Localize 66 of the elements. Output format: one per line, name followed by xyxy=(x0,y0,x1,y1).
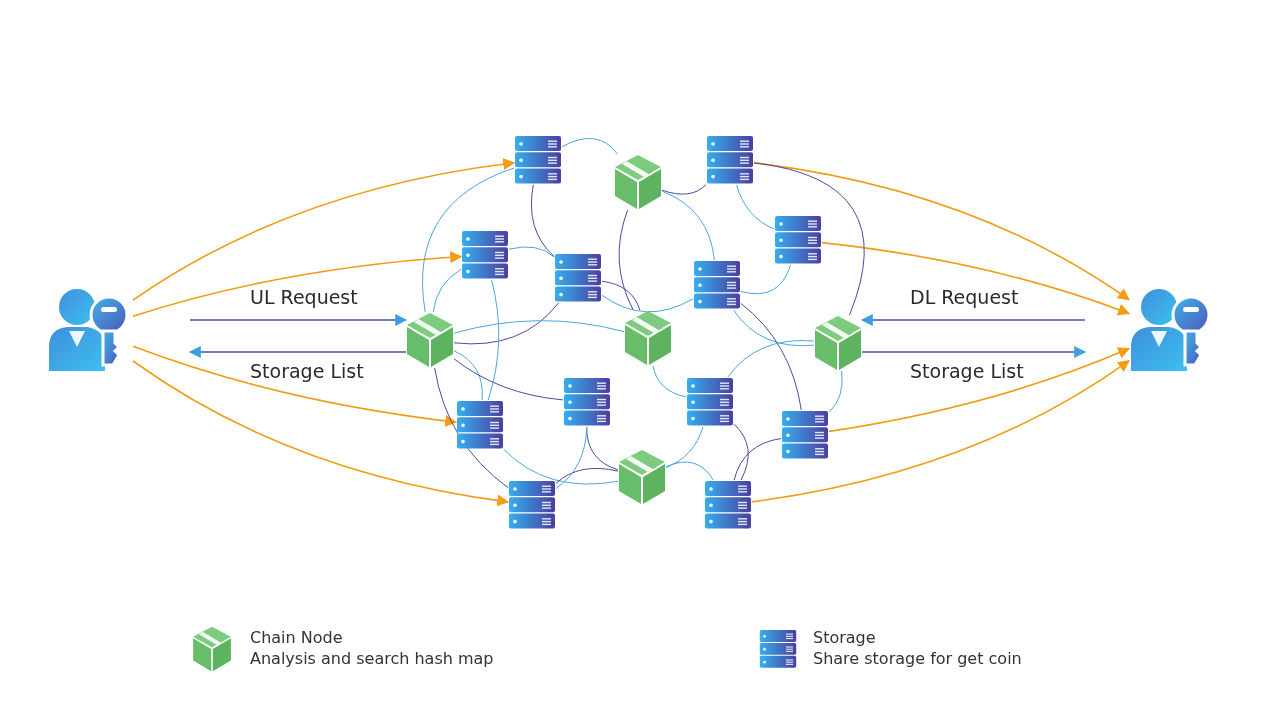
arrow xyxy=(821,241,1131,316)
connector-line xyxy=(555,467,619,484)
cube-icon xyxy=(624,310,672,366)
connector-line xyxy=(601,280,641,311)
connector-line xyxy=(453,350,483,401)
connector-line xyxy=(661,190,715,261)
server-icon xyxy=(461,230,509,280)
cube-icon xyxy=(618,449,666,505)
connector-line xyxy=(740,303,802,411)
connector-line xyxy=(753,162,865,316)
connector-line xyxy=(422,167,515,313)
server-icon xyxy=(781,410,829,460)
connector-line xyxy=(665,461,714,481)
connector-line xyxy=(508,246,555,258)
arrow xyxy=(828,347,1131,433)
connector-line xyxy=(561,137,618,155)
arrow xyxy=(189,314,408,326)
arrow xyxy=(132,158,516,301)
connector-line xyxy=(618,209,634,311)
arrow xyxy=(751,360,1130,503)
edge-label: Storage List xyxy=(248,360,366,383)
arrow xyxy=(188,346,407,358)
connector-line xyxy=(733,423,749,481)
connector-line xyxy=(503,449,619,485)
arrow xyxy=(132,251,463,317)
edge-label: UL Request xyxy=(248,286,360,309)
legend-label: Storage xyxy=(813,628,876,648)
connector-line xyxy=(828,370,843,413)
connector-line xyxy=(453,302,559,345)
arrow xyxy=(132,360,510,507)
server-icon xyxy=(693,260,741,310)
arrow xyxy=(861,346,1087,358)
connector-line xyxy=(740,264,791,295)
server-icon xyxy=(706,135,754,185)
arrow xyxy=(132,345,458,427)
connector-line xyxy=(453,358,564,401)
connector-line xyxy=(736,184,775,230)
server-icon xyxy=(456,400,504,450)
connector-line xyxy=(453,320,625,334)
connector-line xyxy=(432,268,462,313)
arrow xyxy=(860,314,1086,326)
cube-icon xyxy=(406,312,454,368)
server-icon xyxy=(508,480,556,530)
connector-line xyxy=(530,184,555,257)
server-icon xyxy=(774,215,822,265)
connector-line xyxy=(661,184,707,195)
legend-label: Chain Node xyxy=(250,628,343,648)
legend-description: Analysis and search hash map xyxy=(250,649,494,669)
connector-line xyxy=(665,426,704,468)
server-icon xyxy=(686,377,734,427)
connector-line xyxy=(601,294,694,313)
server-icon xyxy=(554,253,602,303)
server-icon xyxy=(514,135,562,185)
edge-label: Storage List xyxy=(908,360,1026,383)
cube-icon xyxy=(814,315,862,371)
connector-line xyxy=(733,438,782,481)
server-icon xyxy=(563,377,611,427)
connector-line xyxy=(652,365,687,398)
connector-line xyxy=(733,309,815,347)
legend-description: Share storage for get coin xyxy=(813,649,1022,669)
connector-line xyxy=(487,279,500,401)
connector-line xyxy=(727,340,815,378)
connector-line xyxy=(434,367,509,489)
connector-line xyxy=(555,426,588,489)
server-icon xyxy=(704,480,752,530)
cube-icon xyxy=(614,154,662,210)
